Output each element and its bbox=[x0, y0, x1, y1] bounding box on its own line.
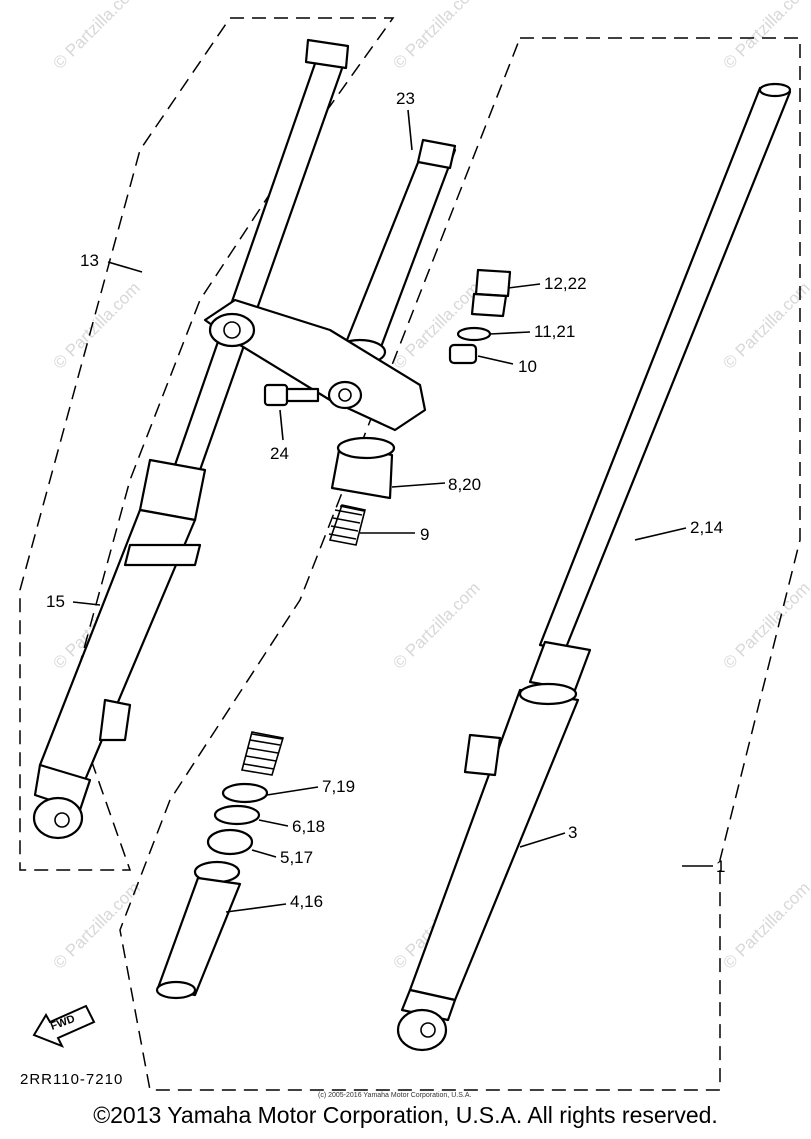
damper-tube bbox=[155, 876, 242, 1000]
callout-3: 3 bbox=[568, 823, 577, 842]
right-fork-assembly bbox=[396, 82, 792, 1052]
watermark: © Partzilla.com bbox=[389, 578, 483, 672]
callout-4-16: 4,16 bbox=[290, 892, 323, 911]
watermark: © Partzilla.com bbox=[719, 878, 811, 972]
callout-8-20: 8,20 bbox=[448, 475, 481, 494]
bolt-24 bbox=[263, 383, 320, 407]
small-copyright: (c) 2005-2016 Yamaha Motor Corporation, … bbox=[318, 1092, 471, 1099]
callout-9: 9 bbox=[420, 525, 429, 544]
watermark: © Partzilla.com bbox=[389, 0, 483, 73]
watermark: © Partzilla.com bbox=[719, 0, 811, 73]
watermark: © Partzilla.com bbox=[49, 278, 143, 372]
left-fork-assembly bbox=[32, 38, 350, 840]
copyright-footer: ©2013 Yamaha Motor Corporation, U.S.A. A… bbox=[93, 1102, 718, 1128]
callout-1: 1 bbox=[716, 857, 725, 876]
watermark: © Partzilla.com bbox=[49, 0, 143, 73]
callout-12-22: 12,22 bbox=[544, 274, 587, 293]
under-bracket bbox=[203, 298, 427, 432]
watermark: © Partzilla.com bbox=[719, 578, 811, 672]
lower-seal-set bbox=[193, 731, 285, 884]
assembly-outline-right bbox=[119, 37, 801, 1091]
callout-6-18: 6,18 bbox=[292, 817, 325, 836]
fwd-arrow-icon: FWD bbox=[32, 1004, 96, 1048]
watermark: © Partzilla.com bbox=[719, 278, 811, 372]
upper-spring-set bbox=[328, 436, 396, 546]
callout-5-17: 5,17 bbox=[280, 848, 313, 867]
watermark: © Partzilla.com bbox=[49, 878, 143, 972]
callout-13: 13 bbox=[80, 251, 99, 270]
callout-24: 24 bbox=[270, 444, 289, 463]
callout-2-14: 2,14 bbox=[690, 518, 723, 537]
cap-bolt-set bbox=[448, 268, 512, 365]
callout-10: 10 bbox=[518, 357, 537, 376]
drawing-code: 2RR110-7210 bbox=[20, 1071, 123, 1088]
callout-23: 23 bbox=[396, 89, 415, 108]
callout-7-19: 7,19 bbox=[322, 777, 355, 796]
callout-11-21: 11,21 bbox=[534, 322, 575, 341]
leader-lines bbox=[72, 109, 713, 913]
callout-labels: 23 13 12,22 11,21 10 24 8,20 9 2,14 15 7… bbox=[46, 89, 725, 911]
callout-15: 15 bbox=[46, 592, 65, 611]
